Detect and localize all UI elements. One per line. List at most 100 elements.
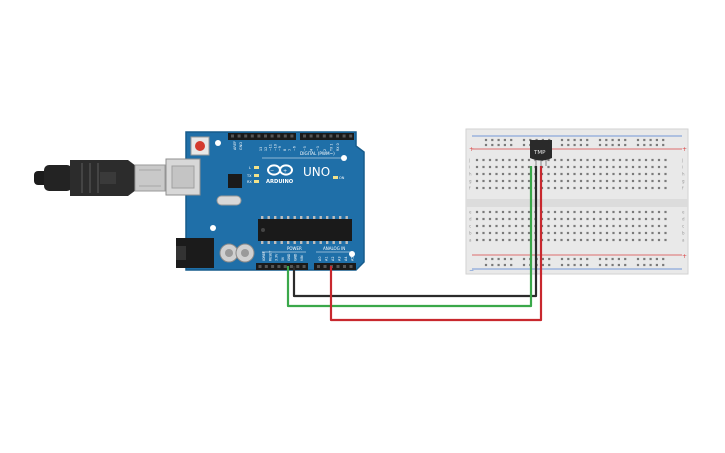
breadboard-hole[interactable] xyxy=(527,158,531,162)
breadboard-hole[interactable] xyxy=(638,238,641,242)
breadboard-hole[interactable] xyxy=(548,257,551,261)
breadboard-hole[interactable] xyxy=(508,186,511,190)
breadboard-hole[interactable] xyxy=(592,179,596,183)
breadboard-hole[interactable] xyxy=(643,143,646,147)
breadboard-hole[interactable] xyxy=(573,210,576,214)
breadboard-hole[interactable] xyxy=(510,263,513,267)
breadboard-hole[interactable] xyxy=(475,165,479,169)
breadboard-hole[interactable] xyxy=(573,224,576,228)
breadboard-hole[interactable] xyxy=(508,165,511,169)
breadboard-hole[interactable] xyxy=(521,210,524,214)
breadboard-hole[interactable] xyxy=(612,210,615,214)
breadboard-hole[interactable] xyxy=(644,179,648,183)
breadboard-hole[interactable] xyxy=(510,138,513,142)
breadboard-hole[interactable] xyxy=(560,217,563,221)
breadboard-hole[interactable] xyxy=(527,238,531,242)
breadboard-hole[interactable] xyxy=(491,257,494,261)
breadboard-hole[interactable] xyxy=(612,158,615,162)
breadboard-hole[interactable] xyxy=(638,217,641,221)
breadboard-hole[interactable] xyxy=(598,138,602,142)
breadboard-hole[interactable] xyxy=(636,138,640,142)
breadboard-hole[interactable] xyxy=(501,158,505,162)
breadboard-hole[interactable] xyxy=(586,143,589,147)
breadboard-hole[interactable] xyxy=(567,138,570,142)
breadboard-hole[interactable] xyxy=(605,158,609,162)
breadboard-hole[interactable] xyxy=(579,217,583,221)
breadboard-hole[interactable] xyxy=(643,263,646,267)
breadboard-hole[interactable] xyxy=(611,257,614,261)
breadboard-hole[interactable] xyxy=(495,231,498,235)
breadboard-hole[interactable] xyxy=(625,179,628,183)
breadboard-hole[interactable] xyxy=(522,143,526,147)
breadboard-hole[interactable] xyxy=(618,179,622,183)
breadboard-hole[interactable] xyxy=(508,158,511,162)
breadboard-hole[interactable] xyxy=(501,224,505,228)
breadboard-hole[interactable] xyxy=(521,172,524,176)
breadboard-hole[interactable] xyxy=(599,224,602,228)
breadboard-hole[interactable] xyxy=(644,231,648,235)
analog-header[interactable] xyxy=(314,263,356,270)
breadboard-hole[interactable] xyxy=(495,224,498,228)
breadboard-hole[interactable] xyxy=(664,224,667,228)
breadboard-hole[interactable] xyxy=(617,143,620,147)
breadboard-hole[interactable] xyxy=(501,217,505,221)
breadboard-hole[interactable] xyxy=(547,238,550,242)
breadboard-hole[interactable] xyxy=(566,186,570,190)
reset-button-cap[interactable] xyxy=(195,141,205,151)
breadboard-hole[interactable] xyxy=(657,224,661,228)
breadboard-hole[interactable] xyxy=(475,172,479,176)
breadboard-hole[interactable] xyxy=(482,172,485,176)
breadboard-hole[interactable] xyxy=(503,257,506,261)
breadboard-hole[interactable] xyxy=(522,257,526,261)
breadboard-hole[interactable] xyxy=(491,263,494,267)
breadboard-hole[interactable] xyxy=(625,165,628,169)
breadboard-hole[interactable] xyxy=(599,165,602,169)
breadboard-hole[interactable] xyxy=(482,165,485,169)
breadboard-hole[interactable] xyxy=(592,217,596,221)
breadboard-hole[interactable] xyxy=(611,143,614,147)
breadboard-hole[interactable] xyxy=(655,138,658,142)
breadboard-hole[interactable] xyxy=(657,217,661,221)
breadboard-hole[interactable] xyxy=(586,257,589,261)
breadboard-hole[interactable] xyxy=(514,179,518,183)
breadboard-hole[interactable] xyxy=(579,231,583,235)
breadboard-hole[interactable] xyxy=(579,158,583,162)
breadboard-hole[interactable] xyxy=(643,257,646,261)
breadboard-hole[interactable] xyxy=(573,263,576,267)
breadboard-hole[interactable] xyxy=(527,165,531,169)
breadboard-hole[interactable] xyxy=(625,231,628,235)
breadboard-hole[interactable] xyxy=(638,224,641,228)
breadboard-hole[interactable] xyxy=(527,179,531,183)
breadboard-hole[interactable] xyxy=(612,224,615,228)
breadboard-hole[interactable] xyxy=(521,186,524,190)
breadboard-hole[interactable] xyxy=(553,186,557,190)
breadboard-hole[interactable] xyxy=(657,231,661,235)
breadboard-hole[interactable] xyxy=(567,257,570,261)
breadboard-hole[interactable] xyxy=(553,224,557,228)
breadboard-hole[interactable] xyxy=(586,224,589,228)
wire-green[interactable] xyxy=(286,166,533,308)
breadboard-hole[interactable] xyxy=(579,238,583,242)
breadboard-hole[interactable] xyxy=(503,143,506,147)
breadboard-hole[interactable] xyxy=(612,186,615,190)
breadboard-hole[interactable] xyxy=(662,143,665,147)
breadboard-hole[interactable] xyxy=(488,165,492,169)
breadboard-hole[interactable] xyxy=(560,224,563,228)
breadboard-hole[interactable] xyxy=(662,257,665,261)
breadboard-hole[interactable] xyxy=(514,165,518,169)
breadboard-hole[interactable] xyxy=(657,179,661,183)
breadboard-hole[interactable] xyxy=(510,257,513,261)
breadboard-hole[interactable] xyxy=(625,238,628,242)
breadboard-hole[interactable] xyxy=(624,263,627,267)
breadboard-hole[interactable] xyxy=(482,217,485,221)
breadboard-hole[interactable] xyxy=(508,172,511,176)
breadboard-hole[interactable] xyxy=(579,143,582,147)
breadboard-hole[interactable] xyxy=(586,263,589,267)
breadboard-hole[interactable] xyxy=(547,217,550,221)
power-header[interactable] xyxy=(256,263,308,270)
breadboard-hole[interactable] xyxy=(510,143,513,147)
breadboard-hole[interactable] xyxy=(514,238,518,242)
breadboard-hole[interactable] xyxy=(631,224,635,228)
breadboard-hole[interactable] xyxy=(657,165,661,169)
usb-cable[interactable] xyxy=(34,160,166,196)
